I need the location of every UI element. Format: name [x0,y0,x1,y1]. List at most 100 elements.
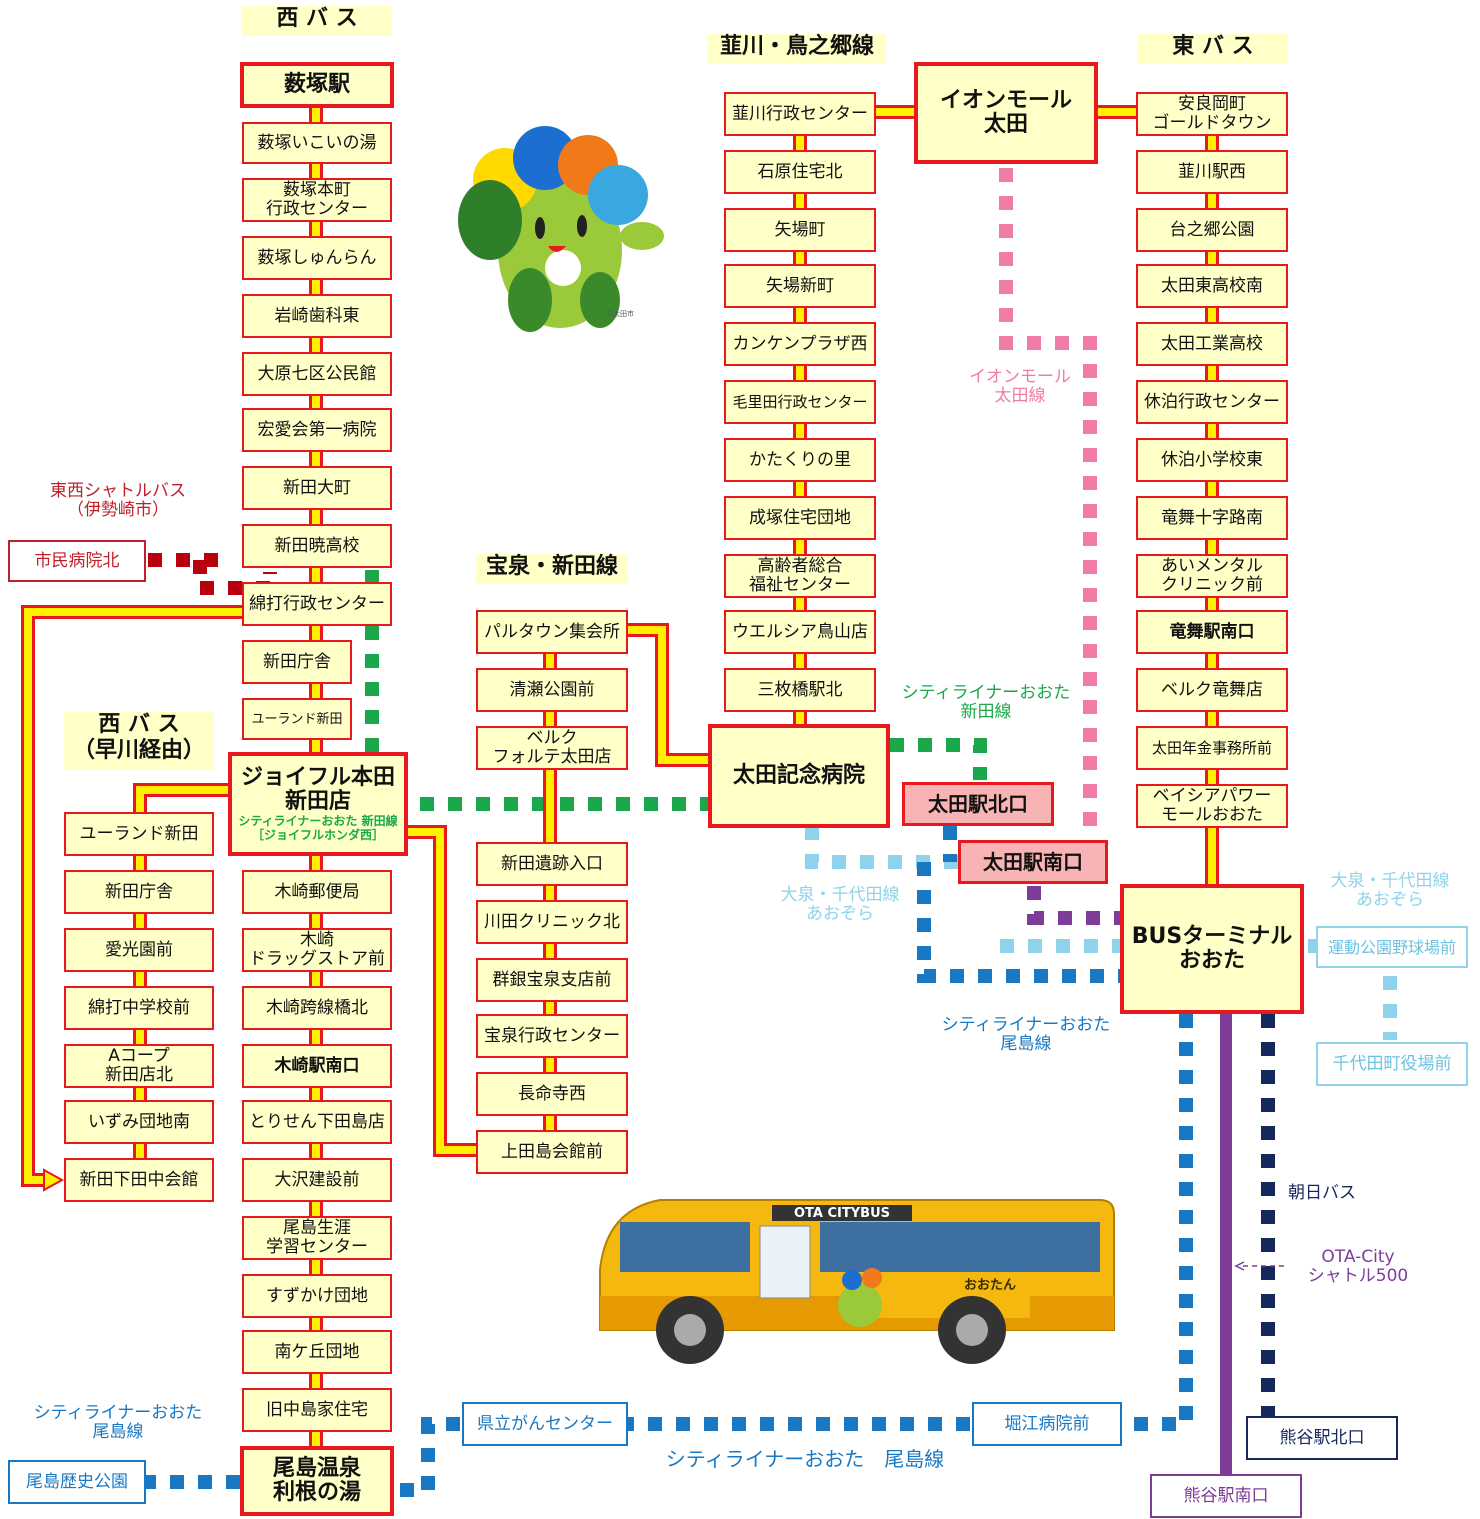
bus-mascot-text: おおたん [963,1278,1016,1293]
stop-higashi[interactable]: 太田東高校南 [1136,264,1288,308]
label-shuttle-500: OTA-City シャトル500 [1307,1247,1409,1286]
label-asahi-bus: 朝日バス [1288,1183,1356,1203]
stop-bus-terminal-ota[interactable]: BUSターミナル おおた [1120,884,1304,1014]
stop-nirakawa[interactable]: 毛里田行政センター [724,380,876,424]
stop-yabuzuka-station[interactable]: 薮塚駅 [240,62,394,108]
stop-hosen[interactable]: 群銀宝泉支店前 [476,958,628,1002]
stop-nirakawa[interactable]: 矢場町 [724,208,876,252]
stop-hosen[interactable]: 川田クリニック北 [476,900,628,944]
stop-west[interactable]: 薮塚本町 行政センター [242,178,392,222]
stop-hosen[interactable]: パルタウン集会所 [476,610,628,654]
stop-ojima-onsen[interactable]: 尾島温泉 利根の湯 [240,1446,394,1516]
header-nishi-hayakawa: 西 バ ス （早川経由） [64,712,214,770]
stop-west[interactable]: すずかけ団地 [242,1274,392,1318]
stop-hosen[interactable]: 新田遺跡入口 [476,842,628,886]
label-aeon-line: イオンモール 太田線 [969,367,1071,406]
label-city-liner-ojima-left: シティライナーおおた 尾島線 [33,1403,203,1442]
stop-nirakawa[interactable]: かたくりの里 [724,438,876,482]
stop-west[interactable]: とりせん下田島店 [242,1100,392,1144]
stop-ota-kinen-hospital[interactable]: 太田記念病院 [708,724,890,828]
stop-west[interactable]: 南ケ丘団地 [242,1330,392,1374]
mascot-illustration [458,126,664,332]
bus-logo-text: OTA CITYBUS [794,1206,890,1221]
stop-higashi[interactable]: 休泊小学校東 [1136,438,1288,482]
stop-hosen[interactable]: ベルク フォルテ太田店 [476,726,628,770]
stop-hosen[interactable]: 清瀬公園前 [476,668,628,712]
stop-hayakawa[interactable]: 綿打中学校前 [64,986,214,1030]
label-city-liner-ojima-right: シティライナーおおた 尾島線 [941,1015,1111,1054]
dotted-routes [146,168,1397,1497]
joyful-subtitle: シティライナーおおた 新田線 ［ジョイフルホンダ西］ [238,814,398,842]
stop-west[interactable]: 宏愛会第一病院 [242,408,392,452]
stop-ota-station-north[interactable]: 太田駅北口 [902,782,1054,826]
stop-higashi[interactable]: 安良岡町 ゴールドタウン [1136,92,1288,136]
stop-west[interactable]: 岩崎歯科東 [242,294,392,338]
stop-nirakawa[interactable]: 三枚橋駅北 [724,668,876,712]
stop-west[interactable]: 新田庁舎 [242,640,352,684]
stop-nirakawa[interactable]: 高齢者総合 福祉センター [724,554,876,598]
stop-higashi[interactable]: 台之郷公園 [1136,208,1288,252]
stop-west[interactable]: ユーランド新田 [242,698,352,740]
stop-hayakawa[interactable]: いずみ団地南 [64,1100,214,1144]
stop-hayakawa[interactable]: ユーランド新田 [64,812,214,856]
stop-hosen[interactable]: 長命寺西 [476,1072,628,1116]
stop-ota-station-south[interactable]: 太田駅南口 [958,840,1108,884]
stop-west[interactable]: 薮塚いこいの湯 [242,122,392,164]
stop-higashi[interactable]: 太田年金事務所前 [1136,726,1288,770]
stop-kumagaya-north[interactable]: 熊谷駅北口 [1246,1416,1398,1460]
stop-west[interactable]: 大原七区公民館 [242,352,392,396]
stop-nirakawa[interactable]: 矢場新町 [724,264,876,308]
stop-higashi[interactable]: 韮川駅西 [1136,150,1288,194]
citybus-illustration [599,1199,1115,1364]
stop-hosen[interactable]: 上田島会館前 [476,1130,628,1174]
stop-aeon-mall-ota[interactable]: イオンモール 太田 [914,62,1098,164]
label-oizumi-chiyoda-left: 大泉・千代田線 あおぞら [780,885,900,924]
stop-nirakawa[interactable]: 韮川行政センター [724,92,876,136]
stop-kumagaya-south[interactable]: 熊谷駅南口 [1150,1474,1302,1518]
stop-higashi[interactable]: 竜舞十字路南 [1136,496,1288,540]
stop-ojima-rekishi-park[interactable]: 尾島歴史公園 [8,1460,146,1504]
stop-west[interactable]: 木崎郵便局 [242,870,392,914]
stop-hosen[interactable]: 宝泉行政センター [476,1014,628,1058]
stop-higashi[interactable]: 太田工業高校 [1136,322,1288,366]
stop-nirakawa[interactable]: 石原住宅北 [724,150,876,194]
stop-hayakawa[interactable]: 愛光園前 [64,928,214,972]
mascot-credit: ©太田市 [606,310,634,318]
label-city-liner-nitta: シティライナーおおた 新田線 [901,683,1071,722]
stop-higashi[interactable]: ベイシアパワー モールおおた [1136,784,1288,828]
stop-west[interactable]: 綿打行政センター [242,582,392,626]
label-tozai-shuttle: 東西シャトルバス （伊勢崎市） [50,481,186,520]
stop-higashi[interactable]: 竜舞駅南口 [1136,610,1288,654]
stop-higashi[interactable]: 休泊行政センター [1136,380,1288,424]
stop-nirakawa[interactable]: 成塚住宅団地 [724,496,876,540]
joyful-name: ジョイフル本田 新田店 [240,765,395,814]
stop-horie-hospital[interactable]: 堀江病院前 [972,1402,1122,1446]
stop-west[interactable]: 旧中島家住宅 [242,1388,392,1432]
label-city-liner-ojima-bottom: シティライナーおおた 尾島線 [665,1447,945,1471]
stop-west[interactable]: 薮塚しゅんらん [242,236,392,280]
stop-west[interactable]: 木崎駅南口 [242,1044,392,1088]
header-hosen-line: 宝泉・新田線 [476,554,628,584]
stop-nirakawa[interactable]: カンケンプラザ西 [724,322,876,366]
stop-west[interactable]: 尾島生涯 学習センター [242,1216,392,1260]
stop-kenritsu-cancer-center[interactable]: 県立がんセンター [462,1402,628,1446]
stop-west[interactable]: 新田暁高校 [242,524,392,568]
stop-undo-koen[interactable]: 運動公園野球場前 [1316,926,1468,968]
header-higashi-bus: 東 バ ス [1138,34,1288,64]
stop-chiyoda-town-office[interactable]: 千代田町役場前 [1316,1042,1468,1086]
stop-higashi[interactable]: ベルク竜舞店 [1136,668,1288,712]
header-nirakawa-line: 韮川・鳥之郷線 [708,34,886,64]
stop-hayakawa[interactable]: 新田下田中会館 [64,1158,214,1202]
stop-hayakawa[interactable]: Aコープ 新田店北 [64,1044,214,1088]
stop-west[interactable]: 木崎 ドラッグストア前 [242,928,392,972]
stop-west[interactable]: 大沢建設前 [242,1158,392,1202]
stop-west[interactable]: 木崎跨線橋北 [242,986,392,1030]
stop-joyful-honda[interactable]: ジョイフル本田 新田店 シティライナーおおた 新田線 ［ジョイフルホンダ西］ [228,752,408,856]
stop-higashi[interactable]: あいメンタル クリニック前 [1136,554,1288,598]
header-nishi-bus: 西 バ ス [242,6,392,36]
stop-west[interactable]: 新田大町 [242,466,392,510]
stop-shimin-hospital-north[interactable]: 市民病院北 [8,540,146,582]
label-oizumi-chiyoda-right: 大泉・千代田線 あおぞら [1330,871,1450,910]
stop-hayakawa[interactable]: 新田庁舎 [64,870,214,914]
stop-nirakawa[interactable]: ウエルシア鳥山店 [724,610,876,654]
